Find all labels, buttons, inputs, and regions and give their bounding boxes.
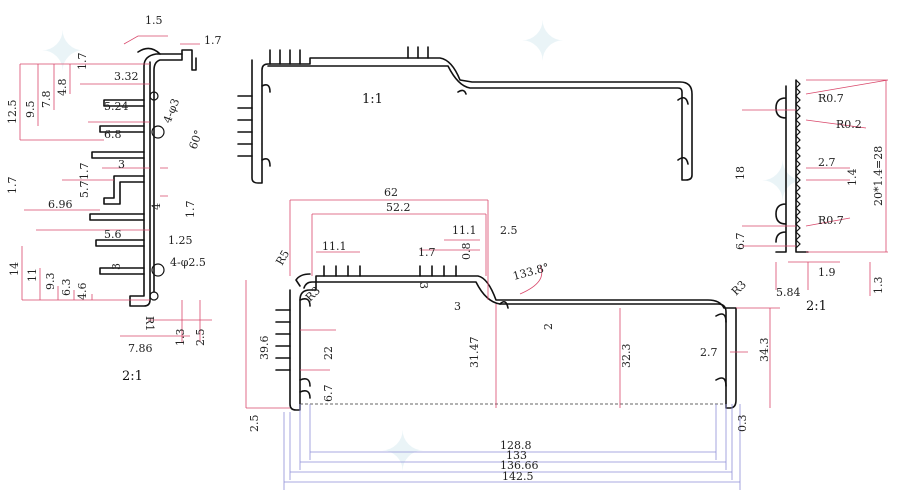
dim-6-7-main: 6.7 xyxy=(322,385,335,403)
dim-2-main: 2 xyxy=(542,323,555,330)
dim-r0-7-bottom: R0.7 xyxy=(818,214,844,227)
dim-14: 14 xyxy=(8,262,21,276)
svg-text:✦: ✦ xyxy=(520,10,565,73)
dim-r3-left: R3 xyxy=(303,284,323,304)
dim-39-6: 39.6 xyxy=(258,336,271,361)
dim-2-7-main: 2.7 xyxy=(700,346,718,359)
dim-31-47: 31.47 xyxy=(468,337,481,369)
dim-142-5: 142.5 xyxy=(502,470,534,483)
dim-1-7-left: 1.7 xyxy=(76,53,89,71)
dim-3-fin: 3 xyxy=(417,282,430,289)
profile-main xyxy=(275,265,737,411)
dim-3-32: 3.32 xyxy=(114,70,139,83)
dim-5-6: 5.6 xyxy=(104,228,122,241)
dim-32-3: 32.3 xyxy=(620,344,633,369)
profile-right-detail xyxy=(775,79,809,253)
dim-136-66: 136.66 xyxy=(500,459,539,472)
dim-7-86: 7.86 xyxy=(128,342,153,355)
dim-4-phi2-5: 4-φ2.5 xyxy=(170,256,206,269)
dim-5-7: 5.7 xyxy=(78,181,91,199)
dim-1-25: 1.25 xyxy=(168,234,193,247)
profile-left-detail xyxy=(89,47,197,307)
dim-11-1-left: 11.1 xyxy=(322,240,347,253)
dim-0-3: 0.3 xyxy=(736,415,749,433)
dim-6-96: 6.96 xyxy=(48,198,73,211)
dim-3-lower: 3 xyxy=(110,263,123,270)
dim-11: 11 xyxy=(26,268,39,282)
dim-3-step: 3 xyxy=(454,300,461,313)
dim-1-7-outer: 1.7 xyxy=(6,177,19,195)
dim-2-5-main: 2.5 xyxy=(500,224,518,237)
main-dimension-labels: 62 52.2 11.1 11.1 1.7 0.8 2.5 133.8° R5 … xyxy=(248,186,771,483)
dim-5-24: 5.24 xyxy=(104,100,129,113)
dim-3-upper: 3 xyxy=(118,158,125,171)
dim-52-2: 52.2 xyxy=(386,201,411,214)
dim-62: 62 xyxy=(384,186,398,199)
dim-0-8: 0.8 xyxy=(460,243,473,261)
left-dimension-labels: 1.5 1.7 1.7 3.32 4.8 7.8 9.5 12.5 5.24 4… xyxy=(6,14,222,355)
right-dimension-lines xyxy=(742,79,889,296)
dim-6-3: 6.3 xyxy=(60,279,73,297)
dim-4-6: 4.6 xyxy=(76,283,89,301)
profile-top-middle xyxy=(237,46,693,184)
svg-text:✦: ✦ xyxy=(40,20,85,83)
dim-7-8: 7.8 xyxy=(40,91,53,109)
dim-1-7-right: 1.7 xyxy=(184,201,197,219)
dim-1-5: 1.5 xyxy=(145,14,163,27)
dim-1-3-right: 1.3 xyxy=(872,277,885,295)
dim-5-84: 5.84 xyxy=(776,286,801,299)
dim-22: 22 xyxy=(322,346,335,360)
dim-133-8-deg: 133.8° xyxy=(511,261,550,283)
dim-12-5: 12.5 xyxy=(6,100,19,125)
dim-r3-right: R3 xyxy=(729,278,749,298)
dim-4: 4 xyxy=(150,203,163,210)
dim-34-3: 34.3 xyxy=(758,338,771,363)
dim-4-phi3: 4-φ3 xyxy=(161,97,183,125)
scale-top-left: 2:1 xyxy=(122,369,143,384)
dim-6-7: 6.7 xyxy=(734,233,747,251)
dim-1-7-top: 1.7 xyxy=(204,34,222,47)
dim-1-3: 1.3 xyxy=(174,329,187,347)
dim-1-9: 1.9 xyxy=(818,266,836,279)
dim-r1: R1 xyxy=(143,316,156,331)
dim-9-5: 9.5 xyxy=(24,101,37,119)
dim-4-8: 4.8 xyxy=(56,79,69,97)
dim-2-7: 2.7 xyxy=(818,156,836,169)
dim-1-4: 1.4 xyxy=(846,169,859,187)
svg-text:✦: ✦ xyxy=(380,420,425,483)
dim-20x1-4: 20*1.4=28 xyxy=(872,146,885,206)
dim-6-8: 6.8 xyxy=(104,128,122,141)
right-dimension-labels: R0.7 R0.2 2.7 1.4 18 R0.7 6.7 20*1.4=28 … xyxy=(734,92,885,299)
scale-right: 2:1 xyxy=(806,299,827,314)
left-dimension-lines xyxy=(19,35,212,342)
dim-1-7-main: 1.7 xyxy=(418,246,436,259)
main-dimension-lines xyxy=(245,199,780,490)
scale-top-middle: 1:1 xyxy=(362,92,383,107)
dim-9-3: 9.3 xyxy=(44,273,57,291)
dim-133: 133 xyxy=(506,449,527,462)
dim-2-5: 2.5 xyxy=(194,329,207,347)
dim-r0-7-top: R0.7 xyxy=(818,92,844,105)
dim-60-deg: 60° xyxy=(187,128,206,151)
dim-r0-2: R0.2 xyxy=(836,118,862,131)
dim-18: 18 xyxy=(734,166,747,180)
dim-128-8: 128.8 xyxy=(500,439,532,452)
dim-11-1-right: 11.1 xyxy=(452,224,477,237)
dim-2-5-bottom: 2.5 xyxy=(248,415,261,433)
dim-r5-left: R5 xyxy=(273,248,292,268)
dim-1-7-mid: 1.7 xyxy=(78,163,91,181)
